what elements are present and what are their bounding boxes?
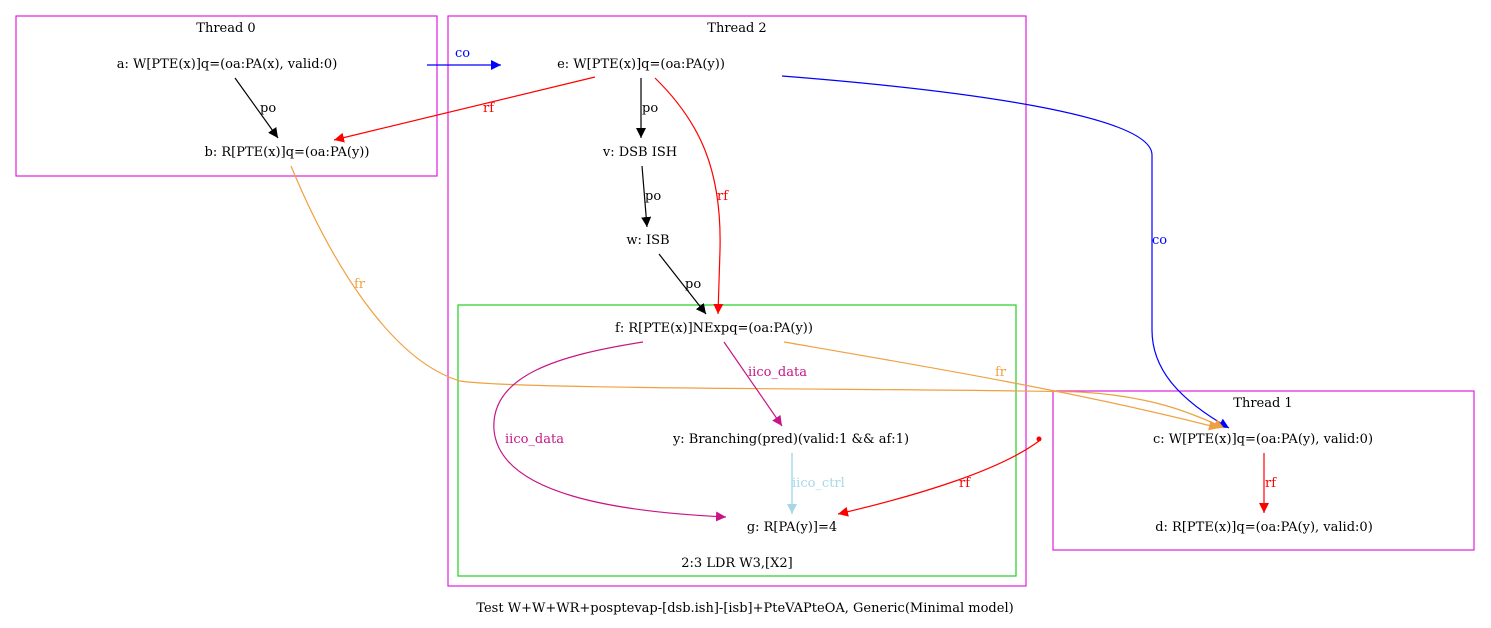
cluster-instruction-title: 2:3 LDR W3,[X2] — [681, 556, 792, 571]
node-g: g: R[PA(y)]=4 — [747, 520, 837, 535]
edge-f-y-iico-data — [723, 341, 783, 427]
edge-y-g-label: iico_ctrl — [792, 476, 845, 491]
node-y: y: Branching(pred)(valid:1 && af:1) — [672, 432, 909, 447]
edge-a-e-label: co — [455, 46, 470, 61]
cluster-thread-0-title: Thread 0 — [196, 21, 255, 36]
cluster-thread-1-title: Thread 1 — [1233, 396, 1292, 411]
edge-e-b-label: rf — [483, 101, 495, 116]
edge-b-c-label: fr — [354, 277, 366, 292]
node-f: f: R[PTE(x)]NExpq=(oa:PA(y)) — [615, 321, 813, 336]
edge-f-g-iico-data — [493, 341, 727, 522]
nodes: a: W[PTE(x)]q=(oa:PA(x), valid:0) b: R[P… — [117, 57, 1373, 535]
node-a: a: W[PTE(x)]q=(oa:PA(x), valid:0) — [117, 57, 338, 72]
edge-e-f-label: rf — [717, 189, 729, 204]
rf-init-dot — [1036, 436, 1042, 442]
edge-f-c-label: fr — [995, 365, 1007, 380]
edge-f-c-fr — [783, 341, 1220, 431]
cluster-thread-1 — [1052, 390, 1475, 551]
edges-rf: rf rf rf rf — [333, 76, 1277, 517]
edges-co: co co — [427, 46, 1230, 429]
edge-v-w-label: po — [645, 189, 661, 204]
edge-e-c-label: co — [1152, 233, 1167, 248]
cluster-thread-2-title: Thread 2 — [707, 21, 766, 36]
edge-f-y-label: iico_data — [748, 365, 807, 380]
edge-v-w-po — [641, 165, 652, 228]
graph-caption: Test W+W+WR+posptevap-[dsb.ish]-[isb]+Pt… — [476, 601, 1013, 616]
cluster-thread-2 — [447, 15, 1027, 587]
node-d: d: R[PTE(x)]q=(oa:PA(y), valid:0) — [1155, 520, 1373, 535]
edge-a-b-po — [234, 77, 279, 139]
edge-a-b-label: po — [260, 101, 276, 116]
edge-b-c-fr — [290, 165, 1225, 429]
edge-init-g-label: rf — [959, 476, 971, 491]
node-c: c: W[PTE(x)]q=(oa:PA(y), valid:0) — [1153, 432, 1373, 447]
edge-e-f-rf — [654, 77, 724, 315]
node-w: w: ISB — [626, 233, 669, 248]
edge-w-f-label: po — [685, 277, 701, 292]
node-b: b: R[PTE(x)]q=(oa:PA(y)) — [205, 145, 370, 160]
edges-fr: fr fr — [290, 165, 1225, 431]
cluster-instruction — [457, 304, 1017, 577]
edge-w-f-po — [658, 253, 707, 315]
edges-iico-data: iico_data iico_data — [493, 341, 807, 522]
edge-f-g-label: iico_data — [505, 432, 564, 447]
edge-e-c-co — [781, 75, 1230, 429]
node-e: e: W[PTE(x)]q=(oa:PA(y)) — [557, 57, 725, 72]
edges-po: po po po po — [234, 77, 707, 315]
edge-init-g-rf — [837, 440, 1040, 517]
node-v: v: DSB ISH — [602, 145, 677, 160]
edge-e-v-label: po — [642, 101, 658, 116]
edge-c-d-label: rf — [1265, 476, 1277, 491]
edge-e-b-rf — [333, 76, 596, 143]
cluster-thread-0 — [15, 15, 438, 177]
edges-iico-ctrl: iico_ctrl — [787, 453, 845, 514]
